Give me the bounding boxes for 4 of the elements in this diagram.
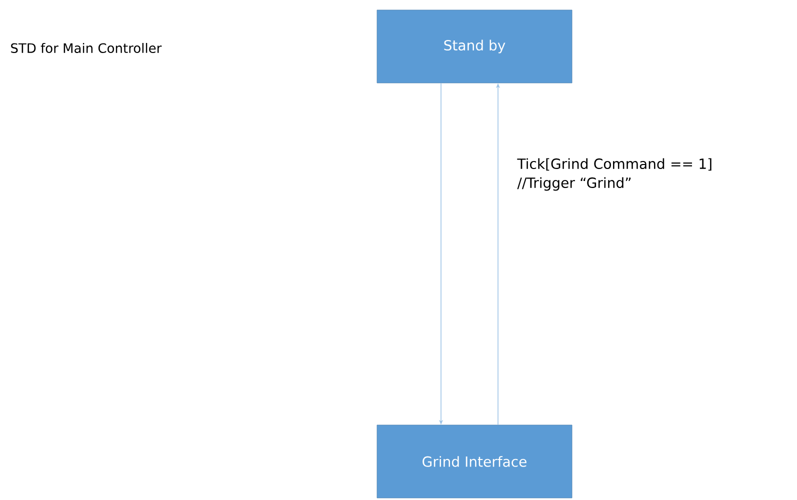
state-box: Stand by [376, 10, 572, 84]
title: STD for Main Controller [11, 42, 162, 54]
state-box: Grind Interface [376, 424, 572, 498]
edge-label: Tick[Grind Command == 1] //Trigger “Grind” [517, 158, 712, 191]
